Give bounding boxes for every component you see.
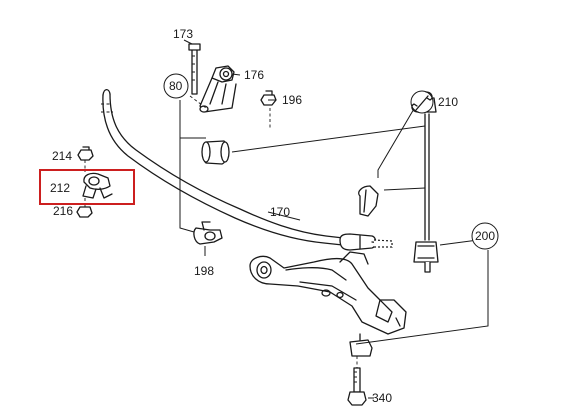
bolt-340 bbox=[347, 367, 367, 406]
bushing-assembly-80 bbox=[188, 43, 277, 165]
highlight-box-212 bbox=[39, 169, 135, 205]
label-198: 198 bbox=[194, 264, 214, 278]
lower-bracket bbox=[349, 333, 373, 357]
bushing-half-shell bbox=[358, 185, 379, 217]
label-212: 212 bbox=[50, 181, 70, 195]
stabilizer-bar-170 bbox=[101, 88, 393, 251]
label-80: 80 bbox=[169, 79, 183, 93]
control-arm bbox=[249, 251, 407, 335]
clip-198 bbox=[193, 221, 223, 245]
label-340: 340 bbox=[372, 391, 392, 405]
link-rod-210 bbox=[413, 97, 439, 273]
clamp-212 bbox=[76, 146, 113, 218]
label-173: 173 bbox=[173, 27, 193, 41]
label-170: 170 bbox=[270, 205, 290, 219]
label-214: 214 bbox=[52, 149, 72, 163]
wrench-icon bbox=[410, 90, 434, 114]
leader-lines bbox=[179, 39, 489, 399]
label-196: 196 bbox=[282, 93, 302, 107]
label-210: 210 bbox=[438, 95, 458, 109]
label-216: 216 bbox=[53, 204, 73, 218]
label-176: 176 bbox=[244, 68, 264, 82]
callout-200-circle bbox=[471, 222, 499, 250]
label-200: 200 bbox=[475, 229, 495, 243]
callout-80-circle bbox=[163, 73, 189, 99]
